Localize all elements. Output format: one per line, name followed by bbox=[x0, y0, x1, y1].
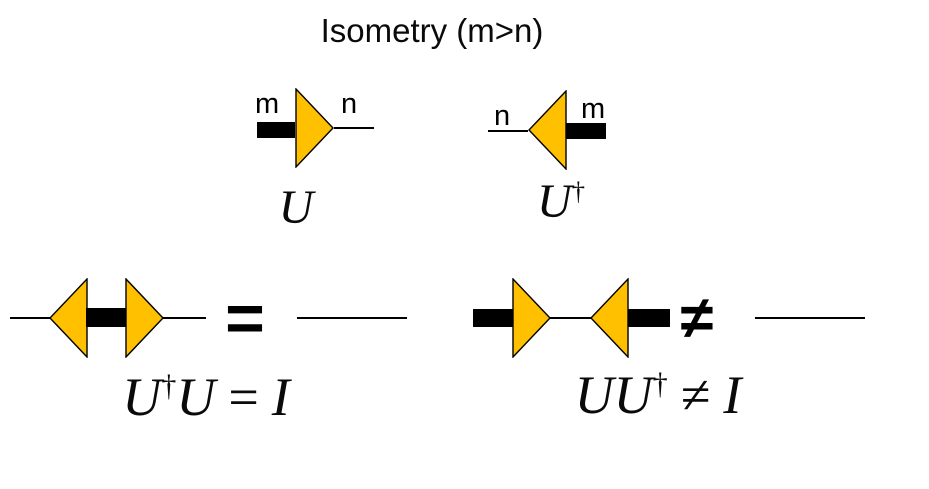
thin-wire bbox=[550, 317, 591, 319]
figure-title: Isometry (m>n) bbox=[320, 12, 544, 49]
thick-wire bbox=[628, 309, 670, 327]
eq-left-second: U bbox=[176, 367, 216, 427]
wire-label-n: n bbox=[494, 100, 511, 132]
eq-left-first: U bbox=[122, 367, 162, 427]
thick-wire bbox=[257, 122, 295, 138]
eq-right-second: U bbox=[613, 365, 653, 425]
u-dagger-caption-base: U bbox=[536, 175, 572, 228]
u-dagger-diagram: n m bbox=[488, 90, 607, 170]
eq-left-relation: = bbox=[228, 367, 259, 427]
isometry-triangle-left-icon bbox=[528, 90, 567, 170]
u-caption-base: U bbox=[278, 181, 314, 234]
u-u-dagger-caption: UU†≠I bbox=[508, 365, 808, 425]
u-dagger-u-diagram bbox=[10, 278, 206, 358]
thick-wire bbox=[566, 123, 606, 139]
u-dagger-caption: U† bbox=[506, 175, 616, 229]
u-diagram: m n bbox=[255, 88, 375, 168]
wire-label-m: m bbox=[581, 93, 606, 125]
eq-right-first: U bbox=[574, 365, 614, 425]
wire-label-n: n bbox=[341, 88, 358, 120]
thick-wire bbox=[473, 309, 513, 327]
isometry-triangle-right-icon bbox=[295, 88, 334, 168]
eq-left-result: I bbox=[271, 367, 290, 427]
isometry-triangle-left-icon bbox=[590, 278, 629, 358]
isometry-triangle-right-icon bbox=[512, 278, 551, 358]
not-equals-symbol: ≠ bbox=[680, 284, 714, 351]
equals-symbol: = bbox=[225, 280, 265, 356]
identity-wire bbox=[297, 317, 407, 319]
isometry-triangle-right-icon bbox=[125, 278, 164, 358]
u-u-dagger-diagram bbox=[473, 278, 670, 358]
dagger-superscript: † bbox=[161, 369, 177, 403]
eq-right-relation: ≠ bbox=[680, 365, 711, 425]
u-caption: U bbox=[246, 181, 346, 235]
thin-wire bbox=[163, 317, 206, 319]
dagger-superscript: † bbox=[571, 176, 586, 206]
wire-label-m: m bbox=[255, 88, 280, 120]
thin-wire bbox=[488, 130, 528, 132]
dagger-superscript: † bbox=[652, 367, 668, 401]
u-dagger-u-caption: U†U=I bbox=[56, 367, 356, 427]
isometry-triangle-left-icon bbox=[49, 278, 88, 358]
thin-wire bbox=[334, 127, 374, 129]
thick-wire bbox=[86, 308, 126, 327]
free-wire bbox=[755, 317, 865, 319]
eq-right-result: I bbox=[723, 365, 742, 425]
thin-wire bbox=[10, 317, 50, 319]
